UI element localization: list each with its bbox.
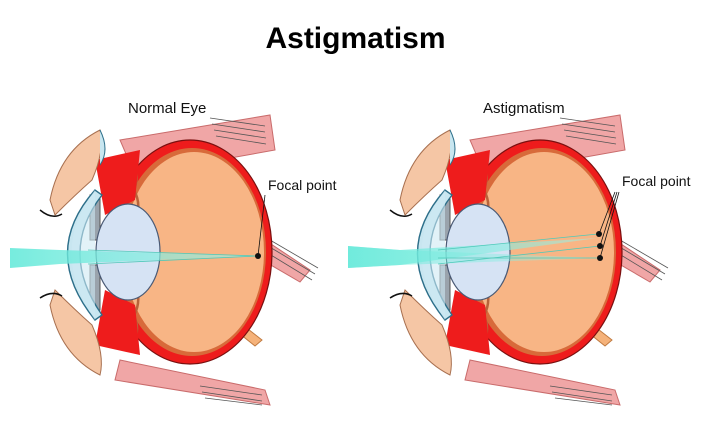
light-beam — [10, 248, 258, 268]
normal-focal-label: Focal point — [268, 177, 337, 193]
astigmatism-eye-illustration: Focal point — [348, 113, 691, 407]
astigmatism-subtitle: Astigmatism — [483, 100, 565, 117]
astigmatism-focal-label: Focal point — [622, 173, 691, 189]
light-beam-lower — [348, 246, 600, 268]
normal-eye-illustration: Focal point — [10, 113, 337, 407]
focal-point-marker — [255, 253, 261, 259]
page-title: Astigmatism — [265, 22, 446, 55]
normal-eye-subtitle: Normal Eye — [128, 100, 207, 117]
focal-point-leader — [257, 194, 266, 257]
